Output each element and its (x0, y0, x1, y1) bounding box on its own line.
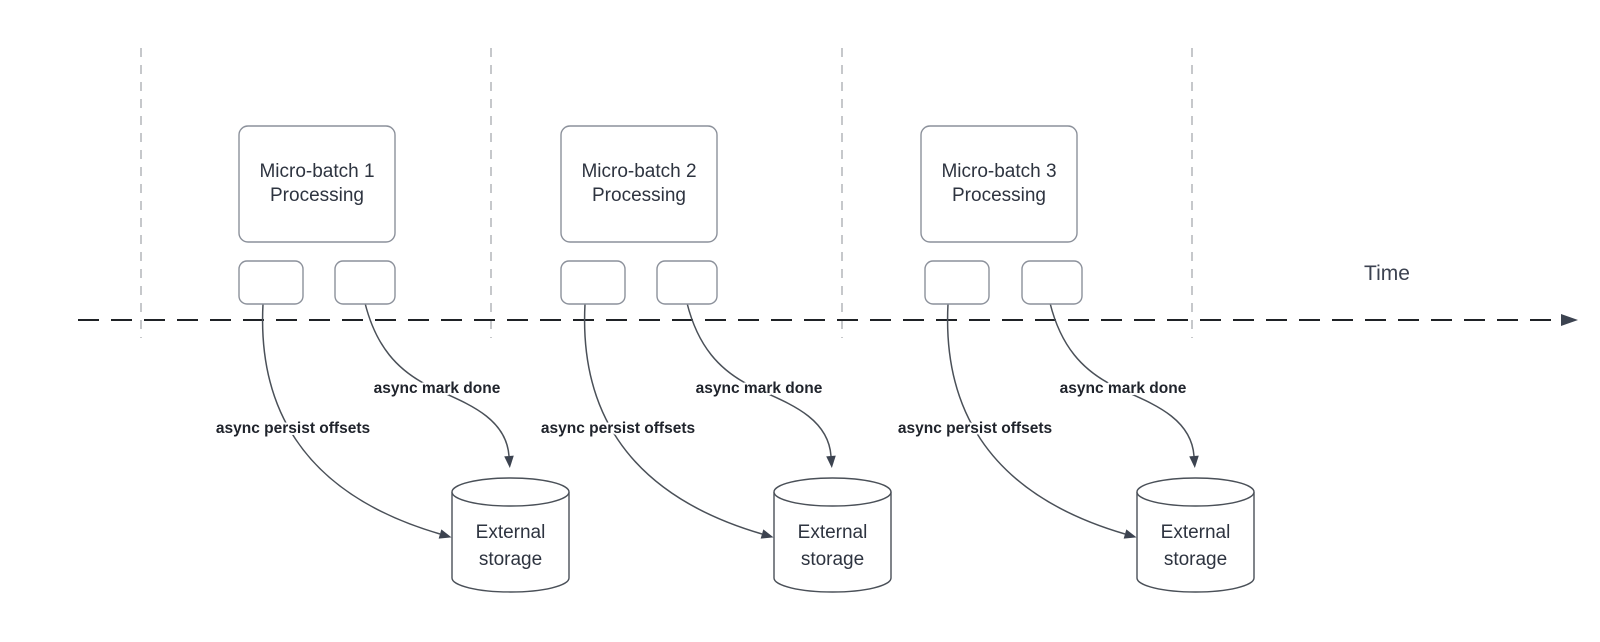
cylinder-top (451, 477, 570, 507)
storage-label-line2: storage (1164, 549, 1227, 570)
processing-box (238, 125, 396, 243)
persist-offsets-label: async persist offsets (216, 420, 370, 437)
offset-chip-right (656, 260, 718, 305)
offset-chip-right (1021, 260, 1083, 305)
cylinder-top (773, 477, 892, 507)
processing-box-title-line2: Processing (270, 185, 364, 206)
cylinder-top (1136, 477, 1255, 507)
cylinder-body (451, 492, 570, 593)
processing-box-title-line2: Processing (952, 185, 1046, 206)
microbatch-section-2: Micro-batch 2 Processing External storag… (539, 125, 892, 593)
storage-label-line1: External (476, 522, 546, 543)
external-storage-cylinder (1136, 477, 1255, 593)
offset-chip-right (334, 260, 396, 305)
storage-label-line1: External (1161, 522, 1231, 543)
mark-done-arrow (686, 302, 836, 468)
mark-done-label: async mark done (374, 380, 501, 397)
offset-chip-left (238, 260, 304, 305)
processing-box-title-line2: Processing (592, 185, 686, 206)
mark-done-arrow (1049, 302, 1199, 468)
external-storage-cylinder (451, 477, 570, 593)
offset-chip-left (560, 260, 626, 305)
persist-offsets-arrow (583, 303, 774, 539)
mark-done-arrow (364, 302, 514, 468)
processing-box-title-line1: Micro-batch 2 (581, 161, 696, 182)
offset-chip-left (924, 260, 990, 305)
mark-done-label: async mark done (1060, 380, 1187, 397)
persist-offsets-arrow (946, 303, 1137, 539)
persist-offsets-label: async persist offsets (541, 420, 695, 437)
cylinder-body (773, 492, 892, 593)
processing-box-title-line1: Micro-batch 3 (941, 161, 1056, 182)
cylinder-body (1136, 492, 1255, 593)
persist-offsets-arrow (261, 303, 452, 539)
storage-label-line2: storage (801, 549, 864, 570)
microbatch-section-3: Micro-batch 3 Processing External storag… (896, 125, 1255, 593)
processing-box-title-line1: Micro-batch 1 (259, 161, 374, 182)
processing-box (560, 125, 718, 243)
persist-offsets-label: async persist offsets (898, 420, 1052, 437)
mark-done-label: async mark done (696, 380, 823, 397)
storage-label-line1: External (798, 522, 868, 543)
processing-box (920, 125, 1078, 243)
storage-label-line2: storage (479, 549, 542, 570)
external-storage-cylinder (773, 477, 892, 593)
microbatch-section-1: Micro-batch 1 Processing External storag… (214, 125, 570, 593)
time-axis-label: Time (1364, 262, 1410, 285)
